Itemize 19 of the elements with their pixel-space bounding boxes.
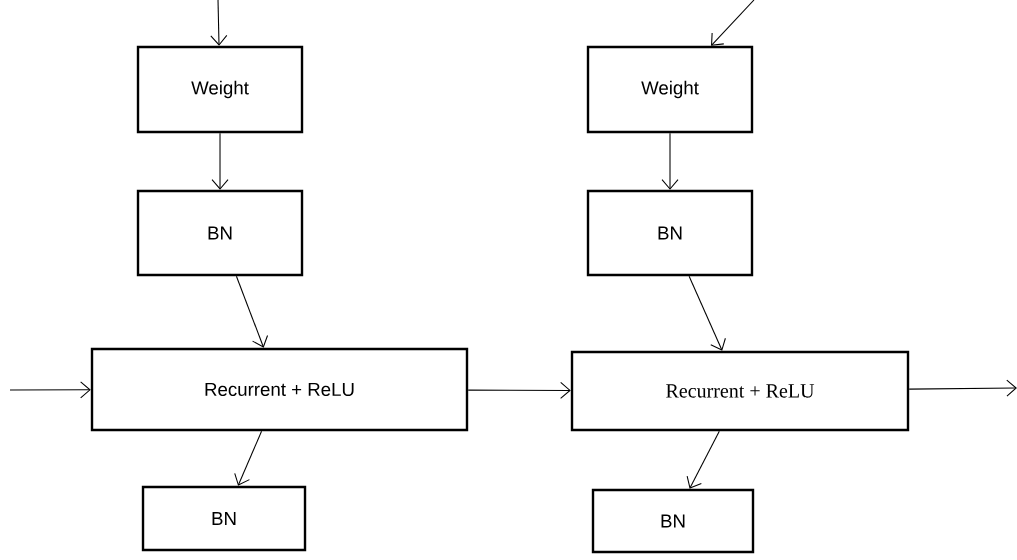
arrow [661, 132, 679, 190]
arrow [235, 275, 269, 348]
process-box: BN [141, 485, 307, 552]
process-box: BN [586, 189, 754, 277]
arrow [688, 275, 726, 351]
arrow [210, 0, 228, 46]
arrow [711, 0, 755, 46]
arrow [467, 381, 571, 399]
arrow [686, 430, 720, 489]
arrow [234, 430, 263, 486]
process-box: Weight [136, 45, 304, 134]
process-box: Recurrent + ReLU [570, 350, 910, 432]
process-box: Weight [586, 45, 754, 134]
arrow [908, 379, 1017, 397]
process-box: BN [136, 189, 304, 277]
arrow [9, 381, 91, 399]
process-box: Recurrent + ReLU [90, 347, 469, 432]
arrow [211, 132, 229, 190]
process-box: BN [591, 488, 755, 554]
